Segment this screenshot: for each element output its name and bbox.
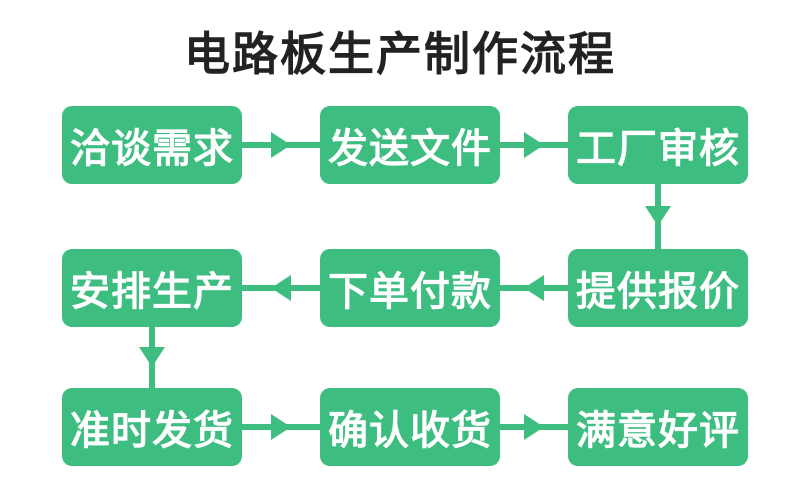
step-box-confirm-receipt: 确认收货 bbox=[320, 388, 500, 466]
step-box-factory-review: 工厂审核 bbox=[568, 106, 748, 184]
arrowhead-right-icon bbox=[524, 132, 544, 158]
step-box-on-time-delivery: 准时发货 bbox=[62, 388, 242, 466]
arrowhead-down-icon bbox=[139, 347, 165, 367]
arrowhead-left-icon bbox=[524, 275, 544, 301]
step-box-order-and-pay: 下单付款 bbox=[320, 249, 500, 327]
step-box-send-files: 发送文件 bbox=[320, 106, 500, 184]
arrowhead-left-icon bbox=[271, 275, 291, 301]
step-box-provide-quote: 提供报价 bbox=[568, 249, 748, 327]
arrowhead-down-icon bbox=[645, 206, 671, 226]
step-box-arrange-production: 安排生产 bbox=[62, 249, 242, 327]
arrowhead-right-icon bbox=[271, 414, 291, 440]
step-box-positive-review: 满意好评 bbox=[568, 388, 748, 466]
page-title: 电路板生产制作流程 bbox=[184, 28, 616, 80]
arrowhead-right-icon bbox=[271, 132, 291, 158]
step-box-negotiate-requirements: 洽谈需求 bbox=[62, 106, 242, 184]
arrowhead-right-icon bbox=[524, 414, 544, 440]
